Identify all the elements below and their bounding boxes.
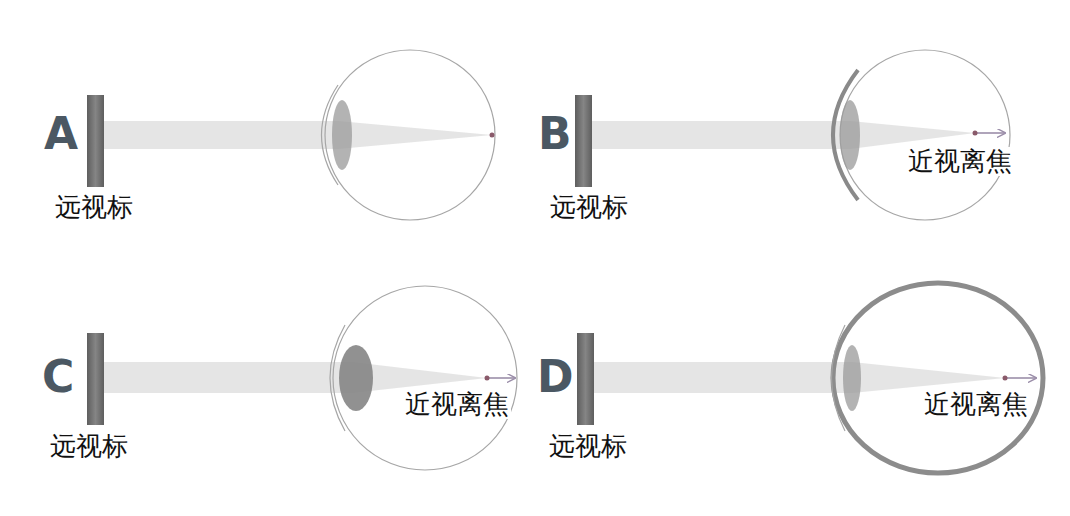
defocus-label: 近视离焦 bbox=[906, 147, 1014, 176]
panel-d bbox=[577, 283, 1043, 473]
defocus-label: 近视离焦 bbox=[922, 390, 1030, 419]
eyeball bbox=[333, 286, 517, 470]
focus-point bbox=[1003, 376, 1008, 381]
lens bbox=[840, 100, 860, 170]
focus-point bbox=[490, 133, 495, 138]
panel-b bbox=[575, 50, 1010, 220]
lens bbox=[332, 100, 352, 170]
defocus-arrow bbox=[1005, 377, 1036, 379]
panel-c bbox=[87, 286, 517, 470]
vision-target bbox=[87, 333, 104, 425]
panel-letter: D bbox=[537, 353, 574, 401]
target-label: 远视标 bbox=[55, 193, 133, 222]
target-label: 远视标 bbox=[549, 432, 627, 461]
defocus-label: 近视离焦 bbox=[403, 390, 511, 419]
defocus-arrow bbox=[487, 377, 515, 379]
eyeball-elongated bbox=[833, 283, 1043, 473]
focus-point bbox=[485, 376, 490, 381]
panel-a bbox=[87, 50, 495, 220]
lens bbox=[843, 345, 861, 411]
target-label: 远视标 bbox=[550, 193, 628, 222]
vision-target bbox=[577, 333, 594, 425]
lens-thick bbox=[339, 345, 373, 411]
eyeball bbox=[840, 50, 1010, 220]
panel-letter: B bbox=[538, 110, 572, 158]
panel-letter: A bbox=[44, 110, 78, 158]
light-beam bbox=[594, 362, 1005, 393]
light-beam bbox=[104, 362, 487, 393]
vision-target bbox=[87, 95, 104, 187]
cornea bbox=[832, 325, 846, 431]
light-beam bbox=[104, 121, 492, 149]
vision-target bbox=[575, 95, 592, 187]
eyeball bbox=[325, 50, 495, 220]
light-beam bbox=[592, 121, 975, 149]
defocus-arrow bbox=[975, 132, 1005, 134]
target-label: 远视标 bbox=[50, 432, 128, 461]
focus-point bbox=[973, 131, 978, 136]
panel-letter: C bbox=[42, 353, 74, 401]
